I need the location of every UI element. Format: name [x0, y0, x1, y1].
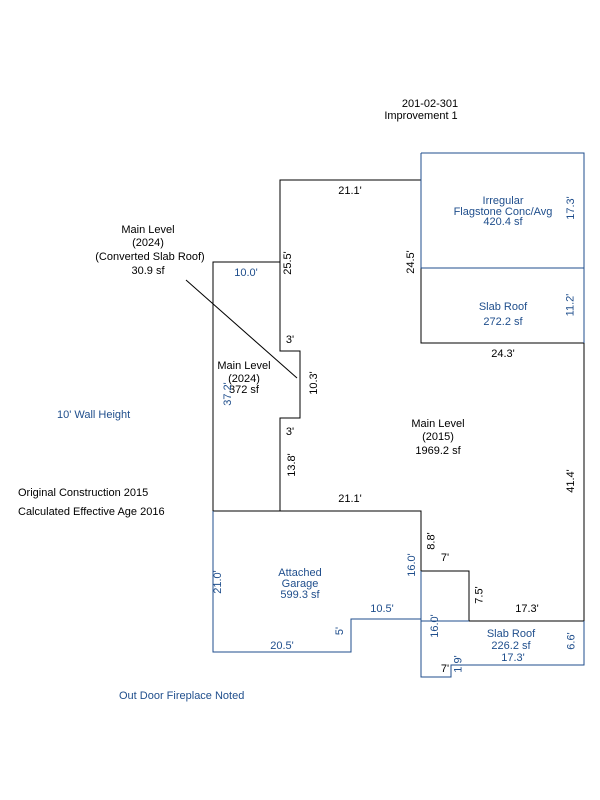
- dim-top-width: 21.1': [338, 185, 362, 197]
- dim-notch-bottom: 3': [285, 426, 295, 438]
- slab-roof-bottom-area: 226.2 sf: [491, 640, 531, 652]
- dim-slab-left-height: 16.0': [428, 614, 441, 638]
- dim-lower-notch-height: 1.9': [452, 655, 465, 673]
- dim-flagstone-left-height: 24.5': [404, 250, 417, 274]
- dim-notch-top: 3': [285, 334, 295, 346]
- dim-slab-bottom-width: 24.3': [491, 348, 515, 360]
- dim-notch-height: 10.3': [307, 371, 320, 395]
- original-construction-note: Original Construction 2015: [18, 487, 149, 499]
- dim-slab-right-height-lower: 6.6': [565, 632, 578, 650]
- dim-middle-width: 21.1': [338, 493, 362, 505]
- main-2015-area: 1969.2 sf: [415, 445, 461, 457]
- dim-garage-right-upper: 8.8': [425, 532, 438, 550]
- callout-line-2: (2024): [132, 237, 164, 249]
- parcel-number: 201-02-301: [401, 98, 459, 110]
- slab-roof-top-area: 272.2 sf: [483, 316, 523, 328]
- dim-garage-left-height: 21.0': [211, 570, 224, 594]
- main-2024-label-1: Main Level: [217, 360, 271, 372]
- dim-right-height: 41.4': [564, 469, 577, 493]
- main-level-2015-outline: [279, 179, 585, 622]
- flagstone-area: 420.4 sf: [483, 216, 523, 228]
- callout-line-1: Main Level: [121, 224, 175, 236]
- slab-roof-top-label: Slab Roof: [478, 301, 528, 313]
- dim-garage-bottom-width: 20.5': [270, 640, 294, 652]
- slab-roof-bottom-dim: 17.3': [501, 652, 525, 664]
- effective-age-note: Calculated Effective Age 2016: [18, 506, 165, 518]
- dim-step-height: 7.5': [473, 586, 486, 604]
- dim-2024-upper-height: 25.5': [281, 251, 294, 275]
- main-2024-area: 372 sf: [229, 384, 259, 396]
- flagstone-outline: [420, 152, 585, 343]
- main-2024-label-2: (2024): [228, 373, 260, 385]
- main-2015-label-2: (2015): [422, 431, 454, 443]
- dim-2024-height: 37.2': [221, 382, 234, 406]
- dim-slab-right-height: 11.2': [564, 293, 577, 317]
- callout-leader-line: [185, 279, 298, 379]
- callout-line-3: (Converted Slab Roof): [95, 251, 205, 263]
- dim-garage-step-height: 16.0': [405, 553, 418, 577]
- dim-lower-left-height: 13.8': [285, 453, 298, 477]
- dim-garage-notch-height: 5': [334, 626, 347, 636]
- dim-flagstone-right-height: 17.3': [564, 196, 577, 220]
- dim-2024-top-width: 10.0': [234, 267, 258, 279]
- flagstone-label-2: Flagstone Conc/Avg: [453, 206, 553, 218]
- callout-line-4: 30.9 sf: [131, 265, 165, 277]
- fireplace-note: Out Door Fireplace Noted: [119, 690, 245, 702]
- main-2015-label-1: Main Level: [411, 418, 465, 430]
- garage-label-2: Garage: [281, 578, 319, 590]
- wall-height-note: 10' Wall Height: [57, 409, 131, 421]
- flagstone-label-1: Irregular: [482, 195, 524, 207]
- dim-garage-step-width: 10.5': [370, 603, 394, 615]
- slab-roof-bottom-label: Slab Roof: [486, 628, 536, 640]
- dim-right-step-width: 17.3': [515, 603, 539, 615]
- garage-label-1: Attached: [278, 567, 322, 579]
- slab-roof-lower-outline: [420, 571, 585, 678]
- dim-lower-step-width: 7': [440, 663, 450, 675]
- improvement-label: Improvement 1: [384, 110, 458, 122]
- main-level-2024-outline: [212, 261, 280, 512]
- garage-area: 599.3 sf: [280, 589, 320, 601]
- dim-step-width: 7': [440, 552, 450, 564]
